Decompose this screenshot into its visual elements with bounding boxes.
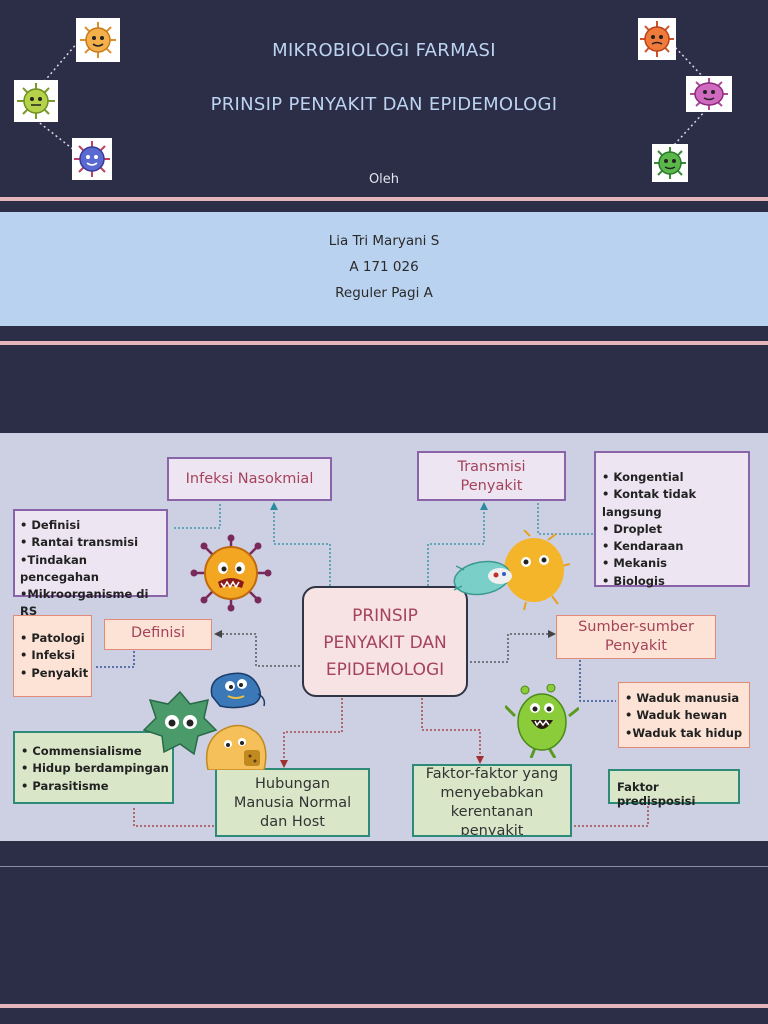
list-item: • Kendaraan bbox=[602, 539, 684, 554]
list-item: •Waduk tak hidup bbox=[625, 725, 743, 740]
list-item: • Infeksi bbox=[20, 648, 76, 663]
hubungan-title-line2: Manusia Normal bbox=[233, 795, 352, 811]
list-item: • Biologis bbox=[602, 573, 665, 588]
hubungan-title-line1: Hubungan bbox=[255, 776, 330, 792]
germ-blue-icon bbox=[72, 138, 112, 180]
author-name: Lia Tri Maryani S bbox=[328, 233, 440, 249]
faktor-title-line4: penyakit bbox=[460, 823, 524, 837]
faktor-title-line1: Faktor-faktor yang bbox=[425, 766, 559, 782]
list-item: • Rantai transmisi bbox=[20, 535, 139, 550]
bacteria-green-icon bbox=[142, 690, 218, 756]
definisi-box: Definisi bbox=[104, 619, 212, 650]
divider-bottom bbox=[0, 1004, 768, 1008]
center-line1: PRINSIP bbox=[352, 606, 418, 626]
center-line2: PENYAKIT DAN bbox=[323, 633, 447, 653]
sumber-title-line1: Sumber-sumber bbox=[578, 619, 694, 635]
germ-pair-icon bbox=[453, 530, 570, 611]
germ-orange-icon bbox=[76, 18, 120, 62]
sumber-penyakit-list: • Waduk manusia • Waduk hewan •Waduk tak… bbox=[618, 682, 750, 748]
transmisi-title-line2: Penyakit bbox=[460, 478, 523, 494]
germ-green-small-icon bbox=[652, 144, 688, 182]
list-item: • Parasitisme bbox=[21, 778, 109, 793]
infeksi-nasokmial-box: Infeksi Nasokmial bbox=[167, 457, 332, 501]
author-class: Reguler Pagi A bbox=[335, 285, 433, 301]
divider-middle bbox=[0, 341, 768, 345]
list-item: • Definisi bbox=[20, 518, 81, 532]
definisi-list: • Patologi • Infeksi • Penyakit bbox=[13, 615, 92, 697]
bacteria-blue-icon bbox=[210, 672, 266, 709]
list-item: • Waduk manusia bbox=[625, 691, 740, 705]
infeksi-nasokmial-list: • Definisi • Rantai transmisi •Tindakan … bbox=[13, 509, 168, 618]
author-nim: A 171 026 bbox=[349, 259, 419, 275]
germ-red-icon bbox=[638, 18, 676, 60]
infeksi-nasokmial-title: Infeksi Nasokmial bbox=[185, 471, 314, 487]
list-item: • Hidup berdampingan bbox=[21, 761, 169, 776]
faktor-box: Faktor-faktor yang menyebabkan kerentana… bbox=[412, 764, 572, 837]
title-line1: MIKROBIOLOGI FARMASI bbox=[272, 40, 496, 61]
faktor-title-line2: menyebabkan bbox=[440, 785, 544, 801]
hubungan-list: • Commensialisme • Hidup berdampingan • … bbox=[13, 731, 174, 804]
germ-yellow-icon bbox=[205, 724, 267, 770]
list-item: • Penyakit bbox=[20, 665, 89, 680]
center-line3: EPIDEMOLOGI bbox=[325, 660, 445, 680]
hubungan-title-line3: dan Host bbox=[260, 814, 325, 830]
list-item: •Mikroorganisme di RS bbox=[20, 587, 149, 619]
germ-green-icon bbox=[14, 80, 58, 122]
list-item: • Waduk hewan bbox=[625, 708, 728, 723]
list-item: •Tindakan pencegahan bbox=[20, 552, 99, 584]
list-item: • Patologi bbox=[20, 631, 85, 645]
faktor-predisposisi-box: Faktor predisposisi bbox=[608, 769, 740, 808]
virus-orange-icon bbox=[190, 534, 272, 612]
oleh-label: Oleh bbox=[368, 172, 400, 187]
transmisi-penyakit-box: Transmisi Penyakit bbox=[417, 451, 566, 501]
author-band bbox=[0, 212, 768, 326]
sumber-penyakit-box: Sumber-sumber Penyakit bbox=[556, 615, 716, 659]
divider-lower bbox=[0, 866, 768, 867]
list-item: • Kontak tidak langsung bbox=[602, 487, 697, 519]
hubungan-box: Hubungan Manusia Normal dan Host bbox=[215, 768, 370, 837]
center-topic-box: PRINSIP PENYAKIT DAN EPIDEMOLOGI bbox=[302, 586, 468, 697]
faktor-predisposisi-label: Faktor predisposisi bbox=[617, 780, 696, 808]
title-line2: PRINSIP PENYAKIT DAN EPIDEMOLOGI bbox=[210, 94, 558, 115]
list-item: • Mekanis bbox=[602, 556, 667, 571]
list-item: • Droplet bbox=[602, 521, 662, 536]
transmisi-penyakit-list: • Kongential • Kontak tidak langsung • D… bbox=[594, 451, 750, 588]
sumber-title-line2: Penyakit bbox=[605, 638, 667, 654]
faktor-title-line3: kerentanan bbox=[450, 804, 534, 820]
germ-decoration-lines bbox=[35, 41, 707, 151]
transmisi-title-line1: Transmisi bbox=[457, 459, 526, 475]
germ-green-standing-icon bbox=[505, 684, 579, 758]
list-item: • Kongential bbox=[602, 470, 684, 484]
definisi-title: Definisi bbox=[130, 625, 186, 641]
divider-top bbox=[0, 197, 768, 201]
germ-pink-icon bbox=[686, 76, 732, 112]
list-item: • Commensialisme bbox=[21, 744, 142, 758]
